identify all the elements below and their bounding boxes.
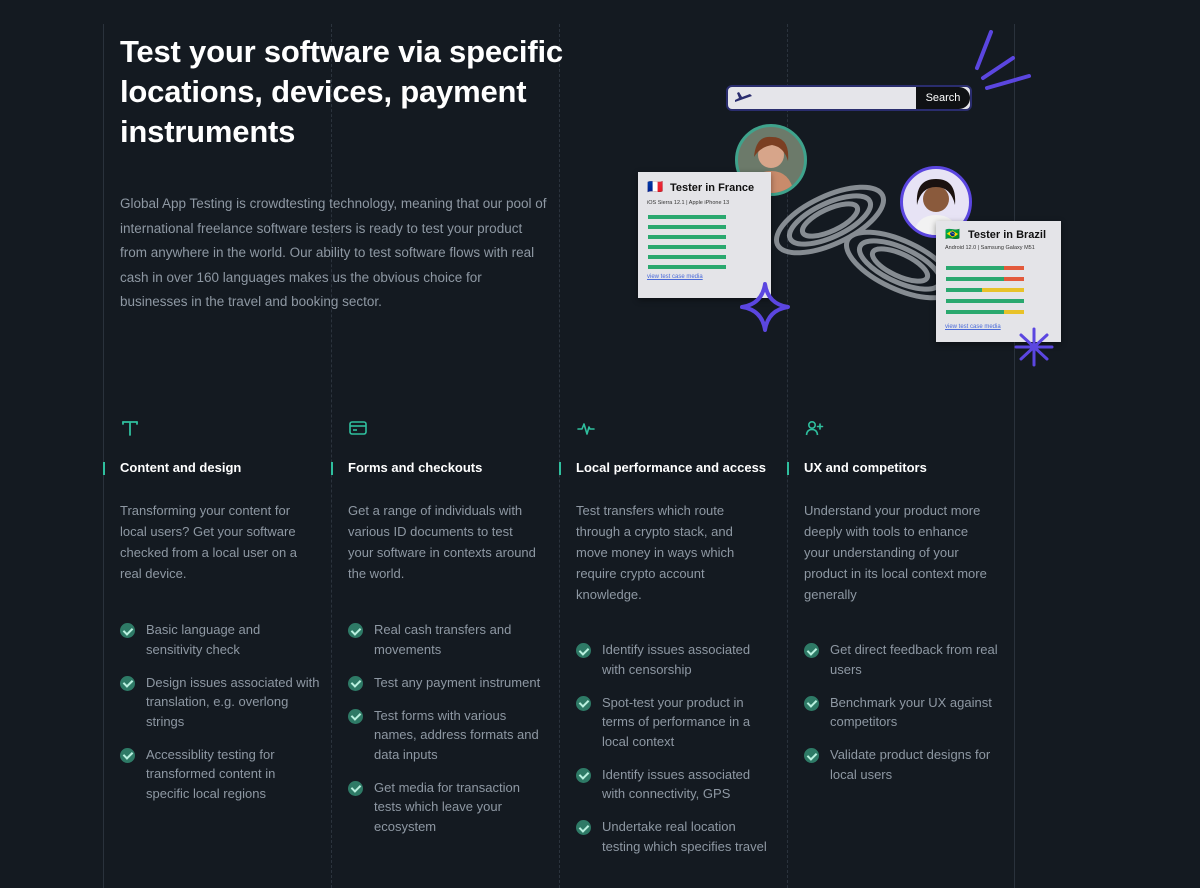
result-bar	[946, 277, 1004, 281]
check-circle-icon	[348, 780, 363, 796]
column-title: Content and design	[120, 460, 242, 475]
list-item: Basic language and sensitivity check	[120, 620, 320, 659]
result-bar-fail	[1004, 277, 1024, 281]
check-circle-icon	[348, 623, 363, 638]
result-bar	[946, 299, 1024, 303]
feature-list: Basic language and sensitivity check Des…	[120, 620, 320, 817]
check-circle-icon	[804, 695, 819, 711]
check-circle-icon	[120, 675, 135, 691]
list-item: Test forms with various names, address f…	[348, 706, 548, 765]
asterisk-sparkle-icon	[1014, 327, 1054, 367]
check-circle-icon	[120, 623, 135, 638]
column-title: Local performance and access	[576, 460, 767, 475]
check-circle-icon	[576, 767, 591, 783]
grid-line	[1014, 24, 1015, 888]
column-title: Forms and checkouts	[348, 460, 483, 475]
result-bar	[946, 288, 982, 292]
result-bar	[946, 266, 1004, 270]
check-circle-icon	[348, 708, 363, 724]
list-item: Get direct feedback from real users	[804, 640, 1004, 679]
feature-list: Identify issues associated with censorsh…	[576, 640, 776, 870]
result-bar-fail	[1004, 266, 1024, 270]
result-bar	[648, 235, 726, 239]
list-item: Identify issues associated with connecti…	[576, 765, 776, 804]
search-button: Search	[916, 87, 970, 109]
card-device: iOS Sierra 12.1 | Apple iPhone 13	[647, 200, 730, 206]
list-item: Accessiblity testing for transformed con…	[120, 745, 320, 804]
sparkle-icon	[740, 282, 790, 332]
list-item: Undertake real location testing which sp…	[576, 817, 776, 856]
intro-paragraph: Global App Testing is crowdtesting techn…	[120, 196, 547, 309]
tester-avatar-france	[735, 124, 807, 196]
result-bar	[648, 255, 726, 259]
check-circle-icon	[804, 748, 819, 763]
activity-icon	[577, 423, 595, 435]
user-plus-icon	[805, 420, 824, 436]
result-bar-warn	[982, 288, 1024, 292]
column-description: Get a range of individuals with various …	[348, 503, 536, 581]
decor-lines-icon	[975, 30, 1031, 90]
check-circle-icon	[576, 695, 591, 711]
result-bar	[648, 245, 726, 249]
list-item: Get media for transaction tests which le…	[348, 778, 548, 837]
column-description: Understand your product more deeply with…	[804, 503, 987, 602]
list-item: Identify issues associated with censorsh…	[576, 640, 776, 679]
result-bar-warn	[1004, 310, 1024, 314]
card-title: Tester in France	[670, 182, 755, 194]
result-bar	[648, 265, 726, 269]
list-item: Test any payment instrument	[348, 673, 548, 693]
card-title: Tester in Brazil	[968, 229, 1047, 241]
feature-list: Real cash transfers and movements Test a…	[348, 620, 548, 850]
column-description: Transforming your content for local user…	[120, 503, 298, 581]
page-title: Test your software via specific location…	[120, 34, 563, 149]
accent-marker	[331, 462, 333, 475]
check-circle-icon	[120, 747, 135, 763]
check-circle-icon	[576, 643, 591, 658]
card-media-link: view test case media	[945, 324, 1001, 330]
list-item: Validate product designs for local users	[804, 745, 1004, 784]
brazil-flag-icon: 🇧🇷	[945, 227, 960, 241]
list-item: Spot-test your product in terms of perfo…	[576, 693, 776, 752]
result-bar	[648, 215, 726, 219]
check-circle-icon	[804, 643, 819, 658]
card-device: Android 12.0 | Samsung Galaxy M51	[945, 245, 1035, 251]
accent-marker	[103, 462, 105, 475]
text-icon	[122, 421, 138, 436]
tester-card-brazil: 🇧🇷 Tester in Brazil Android 12.0 | Samsu…	[936, 221, 1061, 342]
credit-card-icon	[349, 421, 367, 435]
card-media-link: view test case media	[647, 274, 703, 280]
accent-marker	[787, 462, 789, 475]
result-bar	[946, 310, 1004, 314]
search-bar: Search	[726, 85, 972, 111]
result-bar	[648, 225, 726, 229]
check-circle-icon	[348, 675, 363, 691]
list-item: Design issues associated with translatio…	[120, 673, 320, 732]
grid-line	[559, 24, 560, 888]
check-circle-icon	[576, 820, 591, 835]
grid-line	[103, 24, 104, 888]
column-description: Test transfers which route through a cry…	[576, 503, 735, 602]
plane-icon	[735, 92, 752, 102]
feature-list: Get direct feedback from real users Benc…	[804, 640, 1004, 798]
grid-line	[787, 24, 788, 888]
list-item: Real cash transfers and movements	[348, 620, 548, 659]
grid-line	[331, 24, 332, 888]
france-flag-icon: 🇫🇷	[647, 180, 664, 195]
accent-marker	[559, 462, 561, 475]
list-item: Benchmark your UX against competitors	[804, 693, 1004, 732]
column-title: UX and competitors	[804, 460, 927, 475]
tester-card-france: 🇫🇷 Tester in France iOS Sierra 12.1 | Ap…	[638, 172, 771, 298]
